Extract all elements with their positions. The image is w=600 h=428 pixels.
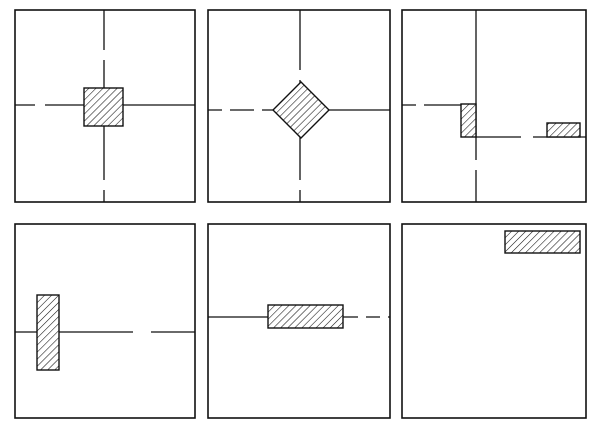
panel-5-frame: [207, 223, 391, 419]
panel-2-diamond: [272, 81, 330, 139]
panel-1-frame: [14, 9, 196, 203]
panel-2: [207, 9, 391, 203]
panel-4: [14, 223, 196, 419]
panel-6: [401, 223, 587, 419]
panel-5: [207, 223, 391, 419]
panel-6-frame: [401, 223, 587, 419]
panel-3-l-piece: [460, 103, 477, 138]
panel-1: [14, 9, 196, 203]
panel-3-frame: [401, 9, 587, 203]
panel-6-horizontal-bar: [504, 230, 581, 254]
panel-1-square: [83, 87, 124, 127]
panel-3: [401, 9, 587, 203]
panel-4-frame: [14, 223, 196, 419]
panel-2-frame: [207, 9, 391, 203]
panel-3-small-bar: [546, 122, 581, 138]
panel-4-vertical-bar: [36, 294, 60, 371]
panel-5-horizontal-bar: [267, 304, 344, 329]
